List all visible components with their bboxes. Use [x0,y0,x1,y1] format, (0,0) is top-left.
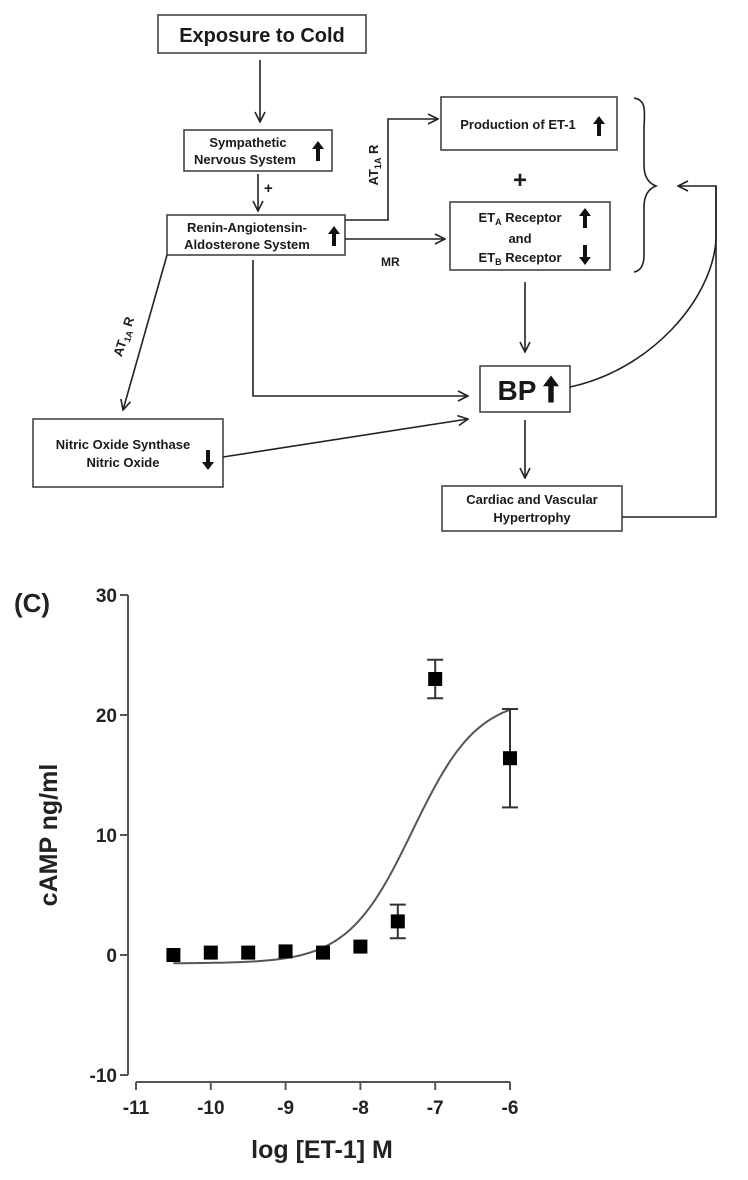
node-et1-label: Production of ET-1 [460,117,576,132]
y-tick-label: 20 [96,706,117,727]
grouping-brace [633,97,659,273]
node-cardiac-vascular-hypertrophy: Cardiac and Vascular Hypertrophy [441,485,623,532]
data-point [278,944,293,959]
x-tick-label: -10 [197,1098,224,1119]
x-tick-label: -6 [502,1098,519,1119]
x-axis: -11 -10 -9 -8 -7 -6 [123,1081,519,1119]
node-sympathetic-nervous-system: Sympathetic Nervous System [183,129,333,172]
node-raas-line1: Renin-Angiotensin- [187,220,307,235]
data-point [353,939,368,954]
y-tick-label: -10 [90,1066,117,1087]
panel-label: (C) [14,588,50,618]
node-hypertrophy-line1: Cardiac and Vascular [466,492,598,507]
node-blood-pressure: BP [479,365,571,413]
plus-sign: + [513,167,527,194]
node-exposure-label: Exposure to Cold [179,25,345,47]
x-tick-label: -9 [277,1098,294,1119]
node-etb-receptor-label: ETB Receptor [478,250,561,267]
arrow-raas-to-et1 [345,119,438,221]
data-point [241,945,256,960]
data-point [203,945,218,960]
y-tick-label: 10 [96,826,117,847]
node-exposure-to-cold: Exposure to Cold [157,14,367,54]
fit-curve [173,708,511,965]
node-production-of-et1: Production of ET-1 [440,96,618,151]
node-sns-line1: Sympathetic [209,135,286,150]
y-tick-label: 0 [106,946,117,967]
node-nitric-oxide-synthase: Nitric Oxide Synthase Nitric Oxide [32,418,224,488]
node-renin-angiotensin-aldosterone-system: Renin-Angiotensin- Aldosterone System [166,214,346,256]
plus-sign: + [264,180,273,197]
node-and-label: and [508,231,531,246]
data-point [166,948,181,962]
arrow-raas-to-bp [252,260,468,396]
data-point [503,751,517,766]
node-et-receptors: ETA Receptor and ETB Receptor [449,201,611,271]
data-points-layer [166,658,518,962]
pathway-diagram: Exposure to Cold Sympathetic Nervous Sys… [32,14,717,532]
label-mineralocorticoid-receptor: MR [381,255,400,269]
label-at1a-receptor-upper: AT1A R [366,144,383,186]
node-nos-line1: Nitric Oxide Synthase [56,437,190,452]
y-tick-label: 30 [96,586,117,607]
x-tick-label: -8 [352,1098,369,1119]
y-axis-label: cAMP ng/ml [35,764,63,907]
data-point [428,672,443,686]
node-eta-receptor-label: ETA Receptor [478,210,561,227]
y-axis: -10 0 10 20 30 [90,586,129,1087]
feedback-arrow-hypertrophy [622,186,717,518]
label-at1a-receptor-left: AT1A R [110,314,139,359]
x-axis-label: log [ET-1] M [251,1136,393,1164]
fit-curve-layer [173,708,511,965]
arrow-raas-to-nos [123,254,168,410]
arrow-nos-to-bp [222,419,468,458]
data-point [316,945,330,960]
data-point [390,914,405,929]
node-bp-label: BP [498,375,537,406]
x-tick-label: -7 [427,1098,444,1119]
node-hypertrophy-line2: Hypertrophy [493,510,571,525]
node-raas-line2: Aldosterone System [184,237,310,252]
x-tick-label: -11 [123,1098,150,1119]
dose-response-chart: (C) -10 0 10 20 30 -11 -10 -9 -8 -7 -6 cAMP ng/ml… [14,586,518,1164]
node-nos-line2: Nitric Oxide [87,455,160,470]
node-sns-line2: Nervous System [194,152,296,167]
feedback-curve-bp [569,186,717,388]
